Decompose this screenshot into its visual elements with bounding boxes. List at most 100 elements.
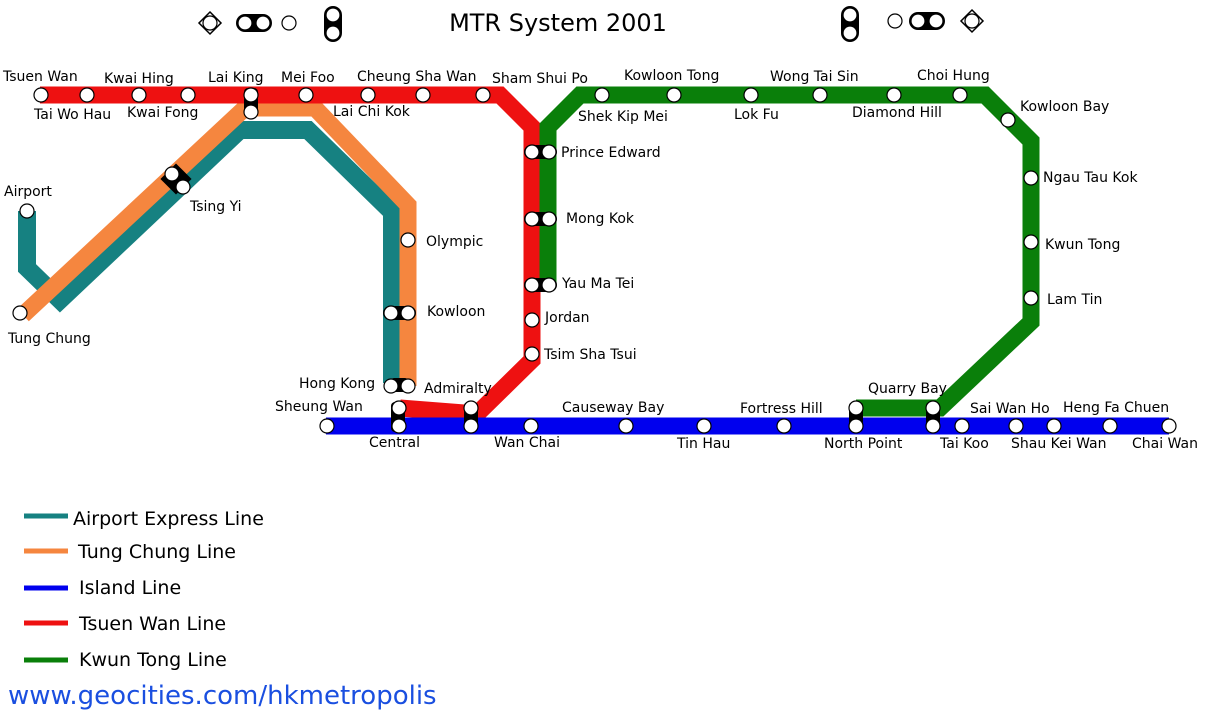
label-causeway-bay: Causeway Bay xyxy=(562,400,664,416)
legend: Airport Express Line Tung Chung Line Isl… xyxy=(24,508,264,671)
single-station-icon xyxy=(887,13,903,29)
station-tung-chung[interactable] xyxy=(12,305,28,321)
station-wong-tai-sin[interactable] xyxy=(812,87,828,103)
station-kwai-fong[interactable] xyxy=(180,87,196,103)
label-diamond-hill: Diamond Hill xyxy=(852,105,942,121)
cross-platform-icon xyxy=(236,14,272,32)
label-tai-wo-hau: Tai Wo Hau xyxy=(33,107,111,123)
station-hong-kong-ae[interactable] xyxy=(383,378,399,394)
label-kowloon-tong: Kowloon Tong xyxy=(624,68,719,84)
station-chai-wan[interactable] xyxy=(1161,418,1177,434)
label-hong-kong: Hong Kong xyxy=(299,376,375,392)
station-kowloon-tong[interactable] xyxy=(666,87,682,103)
label-sheung-wan: Sheung Wan xyxy=(275,399,363,415)
station-ngau-tau-kok[interactable] xyxy=(1023,170,1039,186)
legend-label-tsuen-wan: Tsuen Wan Line xyxy=(78,613,226,635)
label-olympic: Olympic xyxy=(426,234,483,250)
station-causeway-bay[interactable] xyxy=(618,418,634,434)
station-admiralty-tw[interactable] xyxy=(463,400,479,416)
station-kwun-tong[interactable] xyxy=(1023,234,1039,250)
label-tsing-yi: Tsing Yi xyxy=(189,199,242,215)
station-yau-ma-tei-kt[interactable] xyxy=(541,277,557,293)
station-tai-koo[interactable] xyxy=(954,418,970,434)
station-central[interactable] xyxy=(391,418,407,434)
label-prince-edward: Prince Edward xyxy=(561,145,661,161)
legend-label-airport: Airport Express Line xyxy=(73,508,264,530)
label-lai-chi-kok: Lai Chi Kok xyxy=(333,104,411,120)
station-quarry-bay-kt[interactable] xyxy=(925,400,941,416)
station-tsing-yi-ae[interactable] xyxy=(164,166,180,182)
label-lam-tin: Lam Tin xyxy=(1047,292,1102,308)
label-admiralty: Admiralty xyxy=(424,381,492,397)
label-kwai-hing: Kwai Hing xyxy=(104,71,174,87)
label-sham-shui-po: Sham Shui Po xyxy=(492,71,588,87)
page-title: MTR System 2001 xyxy=(449,9,667,37)
station-lai-king[interactable] xyxy=(243,87,259,103)
header: MTR System 2001 xyxy=(197,6,985,42)
legend-label-island: Island Line xyxy=(79,577,181,599)
label-cheung-sha-wan: Cheung Sha Wan xyxy=(357,69,477,85)
station-kwai-hing[interactable] xyxy=(131,87,147,103)
station-lam-tin[interactable] xyxy=(1023,290,1039,306)
station-lok-fu[interactable] xyxy=(743,87,759,103)
website-link[interactable]: www.geocities.com/hkmetropolis xyxy=(8,681,437,711)
station-quarry-bay[interactable] xyxy=(925,418,941,434)
station-yau-ma-tei-tw[interactable] xyxy=(524,277,540,293)
vertical-interchange-icon xyxy=(324,6,342,42)
station-heng-fa-chuen[interactable] xyxy=(1102,418,1118,434)
label-yau-ma-tei: Yau Ma Tei xyxy=(561,276,634,292)
station-prince-edward-tw[interactable] xyxy=(524,144,540,160)
station-kowloon-bay[interactable] xyxy=(1000,112,1016,128)
label-kwai-fong: Kwai Fong xyxy=(127,105,198,121)
station-lai-king-tc[interactable] xyxy=(243,104,259,120)
station-fortress-hill[interactable] xyxy=(776,418,792,434)
stations xyxy=(12,87,1177,434)
label-tin-hau: Tin Hau xyxy=(676,436,730,452)
station-tai-wo-hau[interactable] xyxy=(79,87,95,103)
interchange-diamond-icon xyxy=(197,10,223,36)
station-kowloon-tc[interactable] xyxy=(400,305,416,321)
label-sai-wan-ho: Sai Wan Ho xyxy=(970,401,1050,417)
station-sai-wan-ho[interactable] xyxy=(1008,418,1024,434)
label-wan-chai: Wan Chai xyxy=(494,435,560,451)
station-cheung-sha-wan[interactable] xyxy=(415,87,431,103)
legend-label-tung-chung: Tung Chung Line xyxy=(77,541,236,563)
station-shek-kip-mei[interactable] xyxy=(594,87,610,103)
station-prince-edward-kt[interactable] xyxy=(541,144,557,160)
station-hong-kong-tc[interactable] xyxy=(400,378,416,394)
station-sheung-wan[interactable] xyxy=(319,418,335,434)
label-shau-kei-wan: Shau Kei Wan xyxy=(1011,436,1107,452)
station-jordan[interactable] xyxy=(524,312,540,328)
station-lai-chi-kok[interactable] xyxy=(360,87,376,103)
station-wan-chai[interactable] xyxy=(523,418,539,434)
label-shek-kip-mei: Shek Kip Mei xyxy=(578,109,668,125)
station-sham-shui-po[interactable] xyxy=(475,87,491,103)
station-mong-kok-tw[interactable] xyxy=(524,211,540,227)
legend-label-kwun-tong: Kwun Tong Line xyxy=(79,649,227,671)
station-north-point[interactable] xyxy=(848,418,864,434)
label-wong-tai-sin: Wong Tai Sin xyxy=(770,69,859,85)
station-north-point-kt[interactable] xyxy=(848,400,864,416)
label-lai-king: Lai King xyxy=(208,70,264,86)
station-tsing-yi-tc[interactable] xyxy=(175,179,191,195)
station-tsim-sha-tsui[interactable] xyxy=(524,346,540,362)
station-mei-foo[interactable] xyxy=(298,87,314,103)
station-admiralty[interactable] xyxy=(463,418,479,434)
station-tsuen-wan[interactable] xyxy=(33,87,49,103)
label-fortress-hill: Fortress Hill xyxy=(740,401,823,417)
label-tung-chung: Tung Chung xyxy=(7,331,91,347)
station-tin-hau[interactable] xyxy=(696,418,712,434)
station-mong-kok-kt[interactable] xyxy=(541,211,557,227)
station-shau-kei-wan[interactable] xyxy=(1046,418,1062,434)
station-airport[interactable] xyxy=(19,203,35,219)
station-diamond-hill[interactable] xyxy=(886,87,902,103)
label-chai-wan: Chai Wan xyxy=(1132,436,1198,452)
label-north-point: North Point xyxy=(824,436,903,452)
station-kowloon-ae[interactable] xyxy=(383,305,399,321)
station-central-tw[interactable] xyxy=(391,400,407,416)
label-heng-fa-chuen: Heng Fa Chuen xyxy=(1063,400,1169,416)
station-olympic[interactable] xyxy=(400,232,416,248)
label-kowloon: Kowloon xyxy=(427,304,485,320)
label-mong-kok: Mong Kok xyxy=(566,211,635,227)
station-choi-hung[interactable] xyxy=(952,87,968,103)
